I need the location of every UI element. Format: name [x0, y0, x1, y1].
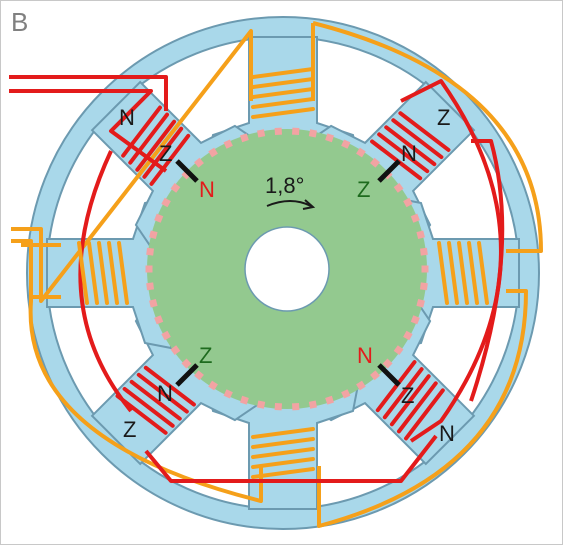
rotor-tooth — [341, 139, 351, 149]
rotor-tooth — [370, 370, 380, 381]
rotor — [145, 127, 429, 411]
shaft-hole — [244, 226, 330, 312]
pole-label-inner: Z — [401, 383, 414, 408]
rotation-arrowhead — [302, 199, 316, 210]
rotor-tooth — [308, 129, 317, 138]
rotor-tooth — [291, 402, 300, 411]
alignment-markers — [175, 159, 401, 387]
rotor-label: N — [199, 177, 215, 202]
rotor-tooth — [145, 265, 153, 273]
rotor-tooth — [146, 282, 155, 291]
rotor-tooth — [194, 157, 204, 168]
rotor-tooth — [393, 183, 404, 193]
rotor-tooth — [421, 265, 429, 273]
rotor-tooth — [154, 213, 164, 223]
rotor-tooth — [161, 197, 171, 208]
rotor-tooth — [356, 147, 366, 158]
rotor-tooth — [223, 139, 233, 149]
rotor-tooth — [170, 345, 181, 355]
pole-label-inner: N — [157, 381, 173, 406]
step-angle-label: 1,8° — [265, 173, 304, 198]
rotor-teeth — [145, 127, 429, 411]
rotor-label: N — [357, 343, 373, 368]
rotor-tooth — [410, 315, 420, 325]
rotor-tooth — [419, 282, 428, 291]
alignment-marker — [377, 363, 401, 387]
alignment-marker — [175, 159, 199, 183]
rotor-tooth — [393, 345, 404, 355]
rotor-tooth — [154, 315, 164, 325]
rotor-tooth — [208, 147, 218, 158]
rotor-tooth — [291, 127, 300, 136]
rotor-tooth — [194, 370, 204, 381]
rotor-tooth — [239, 133, 249, 143]
alignment-marker — [377, 159, 401, 183]
rotor-tooth — [239, 395, 249, 405]
panel-letter: B — [11, 7, 28, 37]
rotor-tooth — [403, 330, 413, 341]
rotor-tooth — [382, 358, 393, 369]
pole-label-outer: Z — [437, 105, 450, 130]
phase-b-winding — [11, 21, 543, 528]
rotor-tooth — [223, 389, 233, 399]
rotor-tooth — [356, 380, 366, 391]
rotor-tooth — [149, 230, 158, 239]
alignment-marker — [175, 363, 199, 387]
rotor-tooth — [257, 400, 266, 409]
pole-labels: N Z N Z N Z Z N Z N Z N — [119, 105, 455, 446]
pole-label-inner: N — [401, 141, 417, 166]
rotor-tooth — [257, 129, 266, 138]
rotor-tooth — [403, 197, 413, 208]
rotation-arrow — [266, 200, 312, 207]
rotor-tooth — [416, 230, 425, 239]
rotor-tooth — [274, 402, 283, 411]
rotor-tooth — [308, 400, 317, 409]
rotor-tooth — [419, 247, 428, 256]
rotor-label: Z — [357, 177, 370, 202]
rotor-label: Z — [199, 343, 212, 368]
rotor-tooth — [325, 395, 335, 405]
pole-label-outer: N — [439, 421, 455, 446]
rotor-tooth — [274, 127, 283, 136]
rotor-tooth — [370, 157, 380, 168]
rotor-tooth — [149, 299, 158, 308]
pole-label-outer: Z — [123, 417, 136, 442]
rotor-tooth — [161, 330, 171, 341]
rotor-tooth — [341, 389, 351, 399]
rotor-tooth — [325, 133, 335, 143]
pole-label-outer: N — [119, 105, 135, 130]
rotor-tooth — [416, 299, 425, 308]
rotor-tooth — [170, 183, 181, 193]
rotor-tooth — [181, 358, 192, 369]
step-angle-indicator: 1,8° — [265, 173, 316, 210]
rotor-tooth — [146, 247, 155, 256]
pole-label-inner: Z — [159, 141, 172, 166]
rotor-tooth — [208, 380, 218, 391]
rotor-tooth — [410, 213, 420, 223]
